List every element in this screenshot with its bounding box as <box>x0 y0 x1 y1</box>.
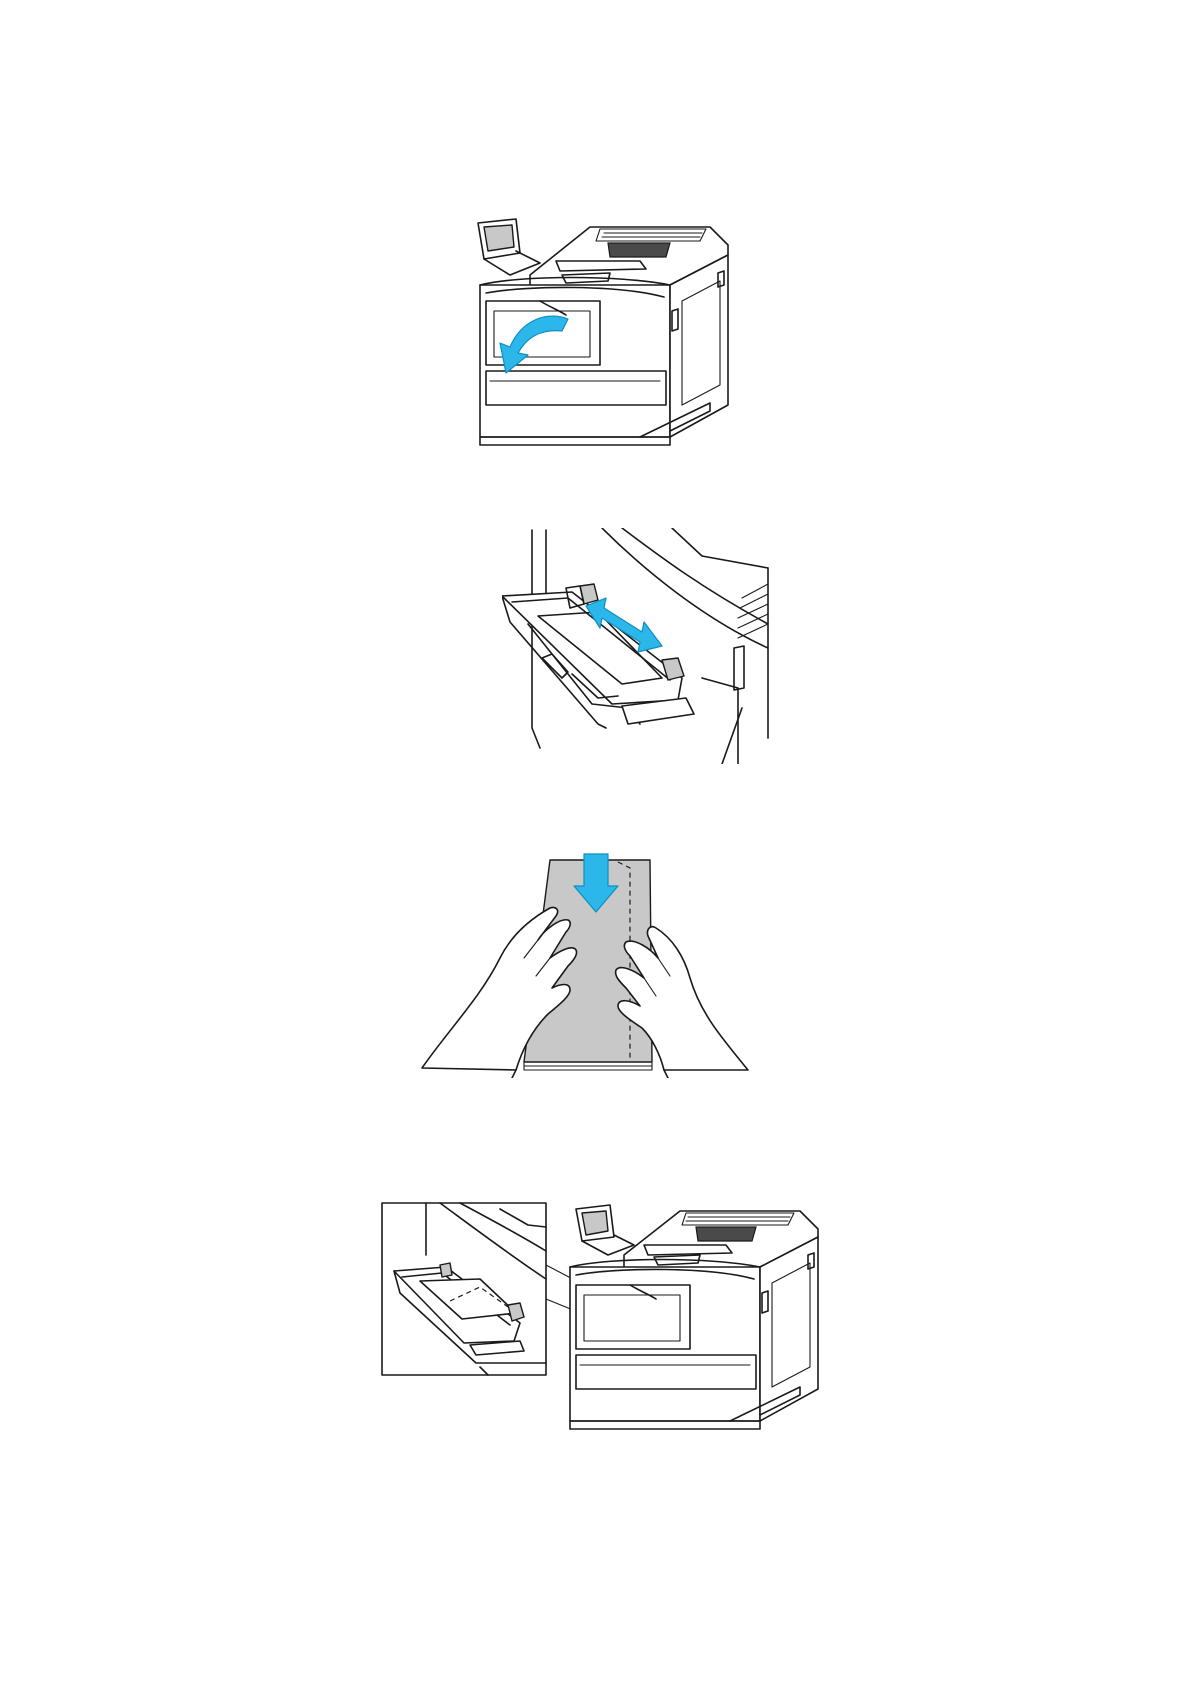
step4-illustration <box>380 1195 820 1430</box>
step1-illustration <box>470 215 740 455</box>
control-panel-icon <box>478 219 540 275</box>
step2-illustration <box>502 528 770 764</box>
step3-illustration <box>420 848 750 1078</box>
printer-icon <box>570 1205 818 1429</box>
